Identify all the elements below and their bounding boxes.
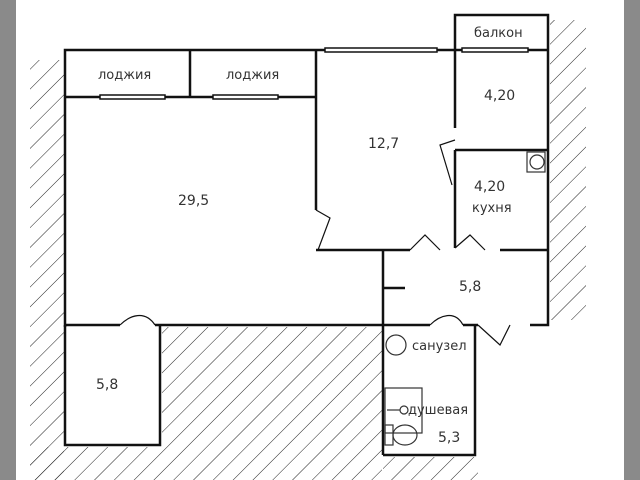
- balcony-label: балкон: [474, 26, 523, 41]
- stove-burner-icon: [529, 154, 545, 170]
- bathroom-area: 5,3: [438, 430, 460, 446]
- living-area: 29,5: [178, 193, 209, 209]
- sink-icon: [385, 334, 407, 356]
- bedroom-area: 12,7: [368, 136, 399, 152]
- small-room-area: 5,8: [96, 377, 118, 393]
- kitchen-label: кухня: [472, 201, 512, 216]
- hatched-walls: [30, 20, 586, 480]
- stove-icon: [526, 151, 546, 173]
- bathroom-label: санузел: [412, 339, 467, 354]
- hall-area: 5,8: [459, 279, 481, 295]
- doors: [119, 139, 511, 346]
- kitchen-area: 4,20: [474, 179, 505, 195]
- fixtures: [384, 151, 546, 446]
- shower-icon: [384, 387, 423, 434]
- shower-label: душевая: [408, 403, 468, 418]
- loggia-2-label: лоджия: [226, 68, 279, 83]
- windows: [99, 47, 529, 100]
- room-top-right-area: 4,20: [484, 88, 515, 104]
- loggia-1-label: лоджия: [98, 68, 151, 83]
- toilet-icon: [392, 424, 418, 446]
